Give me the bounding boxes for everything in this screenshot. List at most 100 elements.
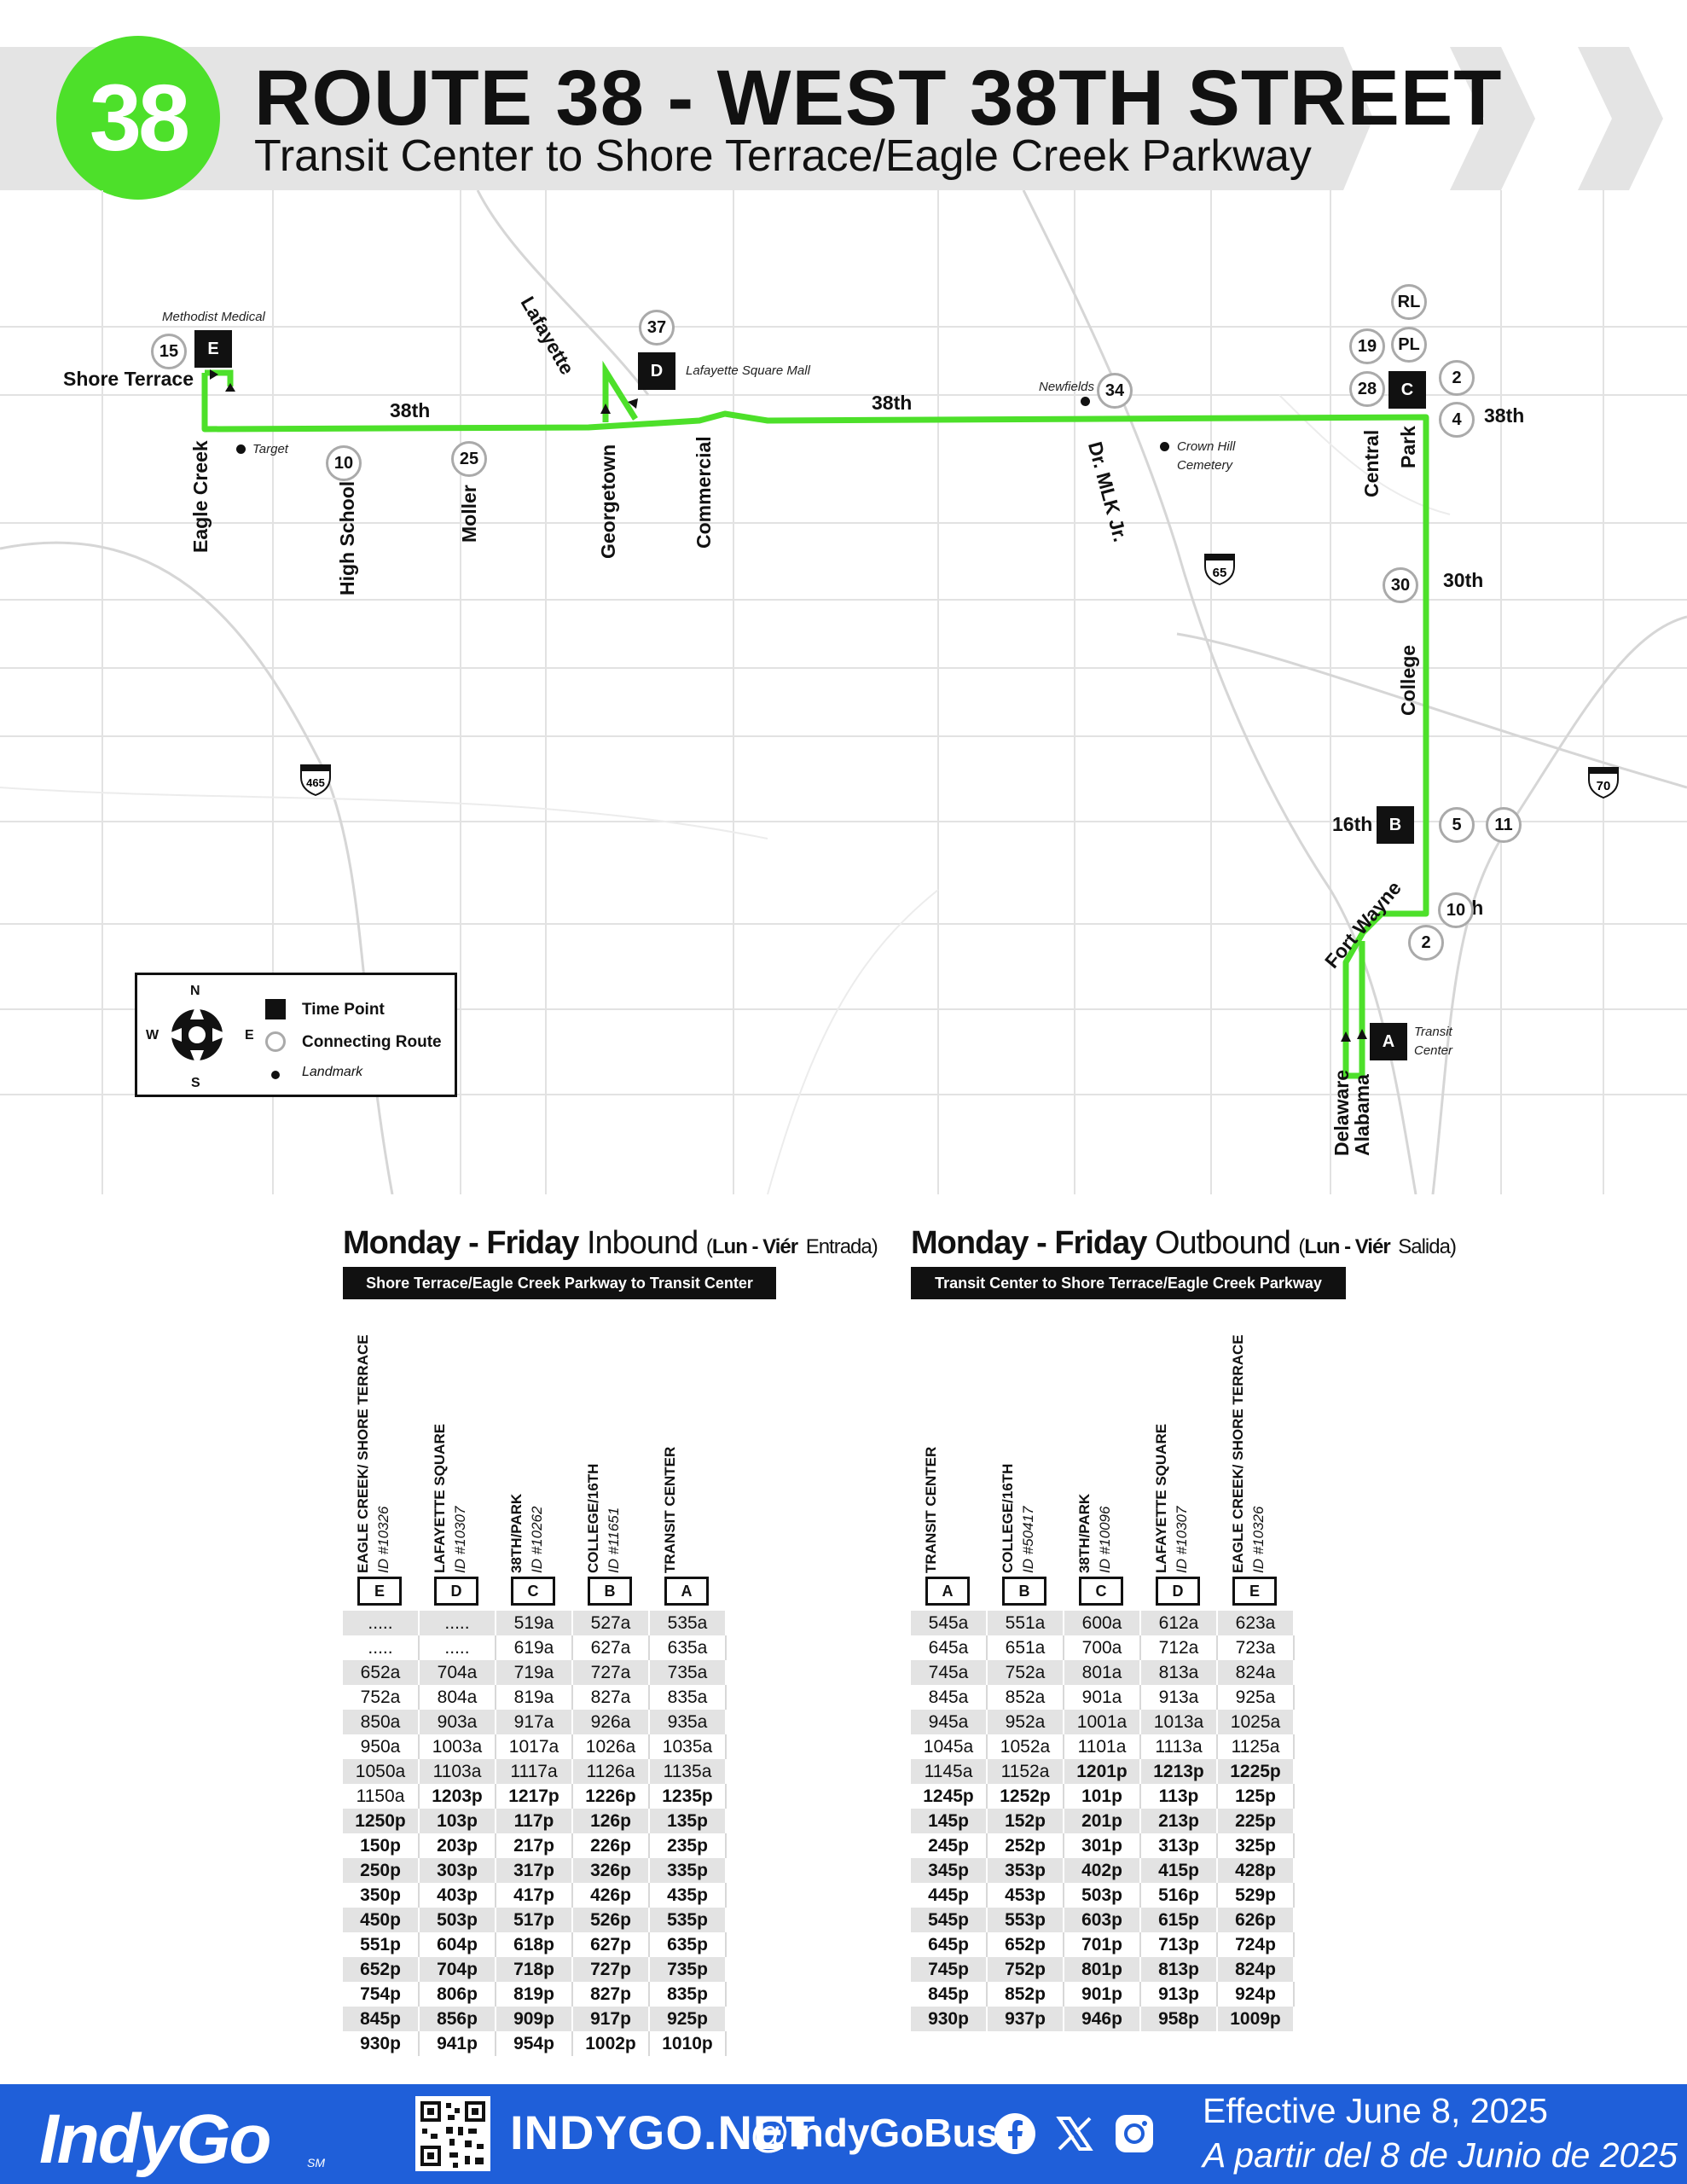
- time-cell: 403p: [419, 1883, 496, 1908]
- time-cell: 1135a: [649, 1759, 727, 1784]
- time-cell: 1045a: [911, 1734, 988, 1759]
- time-cell: 600a: [1064, 1611, 1141, 1635]
- footer: IndyGo SM INDYGO.NET @IndyGoBus Effectiv…: [0, 2084, 1687, 2184]
- inbound-column-header: COLLEGE/16TH ID #11651: [573, 1326, 648, 1573]
- inbound-column-stop-id: ID #10262: [529, 1506, 545, 1573]
- time-cell: 652a: [343, 1660, 420, 1685]
- connecting-route-37: 37: [639, 310, 675, 346]
- landmark-cemetery: Cemetery: [1177, 458, 1233, 473]
- time-cell: 925a: [1217, 1685, 1295, 1710]
- website-link[interactable]: INDYGO.NET: [510, 2106, 816, 2159]
- time-cell: 926a: [572, 1710, 650, 1734]
- time-cell: 125p: [1217, 1784, 1295, 1809]
- instagram-icon[interactable]: [1112, 2111, 1157, 2156]
- time-cell: 835p: [649, 1982, 727, 2007]
- time-cell: 635p: [649, 1932, 727, 1957]
- time-cell: 724p: [1217, 1932, 1295, 1957]
- effective-date-en: Effective June 8, 2025: [1203, 2091, 1548, 2130]
- street-georgetown: Georgetown: [597, 444, 619, 559]
- inbound-column-name: LAFAYETTE SQUARE: [432, 1423, 448, 1573]
- compass-icon: [165, 1002, 229, 1067]
- landmark-newfields: Newfields: [1039, 380, 1095, 394]
- outbound-column-stop-id: ID #10326: [1250, 1506, 1267, 1573]
- outbound-time-point-box: B: [1002, 1577, 1046, 1606]
- time-point-D: D: [638, 352, 675, 390]
- time-cell: 845p: [343, 2007, 420, 2031]
- time-cell: 450p: [343, 1908, 420, 1932]
- time-cell: 903a: [419, 1710, 496, 1734]
- map-legend: N S E W Time Point Connecting Route Land…: [135, 973, 457, 1097]
- time-cell: 752a: [987, 1660, 1064, 1685]
- landmark-target: Target: [252, 442, 288, 456]
- street-moller: Moller: [458, 485, 480, 543]
- time-cell: 402p: [1064, 1858, 1141, 1883]
- outbound-bar: Transit Center to Shore Terrace/Eagle Cr…: [911, 1267, 1346, 1299]
- outbound-direction: Outbound: [1154, 1225, 1291, 1261]
- facebook-icon[interactable]: [993, 2111, 1037, 2156]
- time-cell: 635a: [649, 1635, 727, 1660]
- outbound-spanish-days: Lun - Viér: [1304, 1235, 1390, 1258]
- time-cell: 252p: [987, 1833, 1064, 1858]
- time-cell: .....: [419, 1611, 496, 1635]
- street-38th-west: 38th: [390, 399, 431, 421]
- connecting-route-key-icon: [265, 1031, 286, 1052]
- qr-code-icon[interactable]: [415, 2096, 490, 2171]
- time-cell: 603p: [1064, 1908, 1141, 1932]
- time-cell: 813a: [1140, 1660, 1218, 1685]
- inbound-column-name: COLLEGE/16TH: [585, 1463, 601, 1573]
- inbound-time-point-box: A: [664, 1577, 709, 1606]
- connecting-route-2: 2: [1439, 360, 1475, 396]
- inbound-spanish-direction: Entrada): [805, 1235, 878, 1258]
- time-cell: 1150a: [343, 1784, 420, 1809]
- time-cell: 1217p: [496, 1784, 573, 1809]
- connecting-route-15: 15: [151, 334, 187, 369]
- time-cell: 713p: [1140, 1932, 1218, 1957]
- outbound-schedule: Monday - Friday Outbound (Lun - Viér Sal…: [911, 1225, 1457, 2031]
- svg-text:65: 65: [1213, 566, 1227, 580]
- landmark-center: Center: [1414, 1043, 1453, 1058]
- time-cell: 1252p: [987, 1784, 1064, 1809]
- connecting-route-28: 28: [1349, 371, 1385, 407]
- outbound-paren: (: [1298, 1235, 1305, 1258]
- time-cell: 917p: [572, 2007, 650, 2031]
- time-cell: 303p: [419, 1858, 496, 1883]
- time-cell: 516p: [1140, 1883, 1218, 1908]
- interstate-465-shield: 465: [300, 764, 331, 796]
- landmark-target-dot: [236, 444, 246, 454]
- time-cell: 519a: [496, 1611, 573, 1635]
- time-cell: 852a: [987, 1685, 1064, 1710]
- time-cell: 958p: [1140, 2007, 1218, 2031]
- outbound-time-point-box: D: [1156, 1577, 1200, 1606]
- time-cell: 335p: [649, 1858, 727, 1883]
- inbound-column-name: TRANSIT CENTER: [662, 1446, 678, 1573]
- social-handle[interactable]: @IndyGoBus: [751, 2111, 999, 2155]
- time-cell: 704p: [419, 1957, 496, 1982]
- street-30th: 30th: [1443, 569, 1484, 591]
- time-cell: 113p: [1140, 1784, 1218, 1809]
- connecting-route-RL: RL: [1391, 284, 1427, 320]
- time-cell: 1017a: [496, 1734, 573, 1759]
- time-cell: 925p: [649, 2007, 727, 2031]
- time-cell: 819a: [496, 1685, 573, 1710]
- time-cell: 535a: [649, 1611, 727, 1635]
- inbound-column-stop-id: ID #11651: [606, 1507, 622, 1573]
- time-cell: 615p: [1140, 1908, 1218, 1932]
- time-cell: 754p: [343, 1982, 420, 2007]
- outbound-column-name: COLLEGE/16TH: [1000, 1463, 1016, 1573]
- time-cell: 917a: [496, 1710, 573, 1734]
- time-cell: 752a: [343, 1685, 420, 1710]
- time-cell: 126p: [572, 1809, 650, 1833]
- x-twitter-icon[interactable]: [1052, 2111, 1097, 2156]
